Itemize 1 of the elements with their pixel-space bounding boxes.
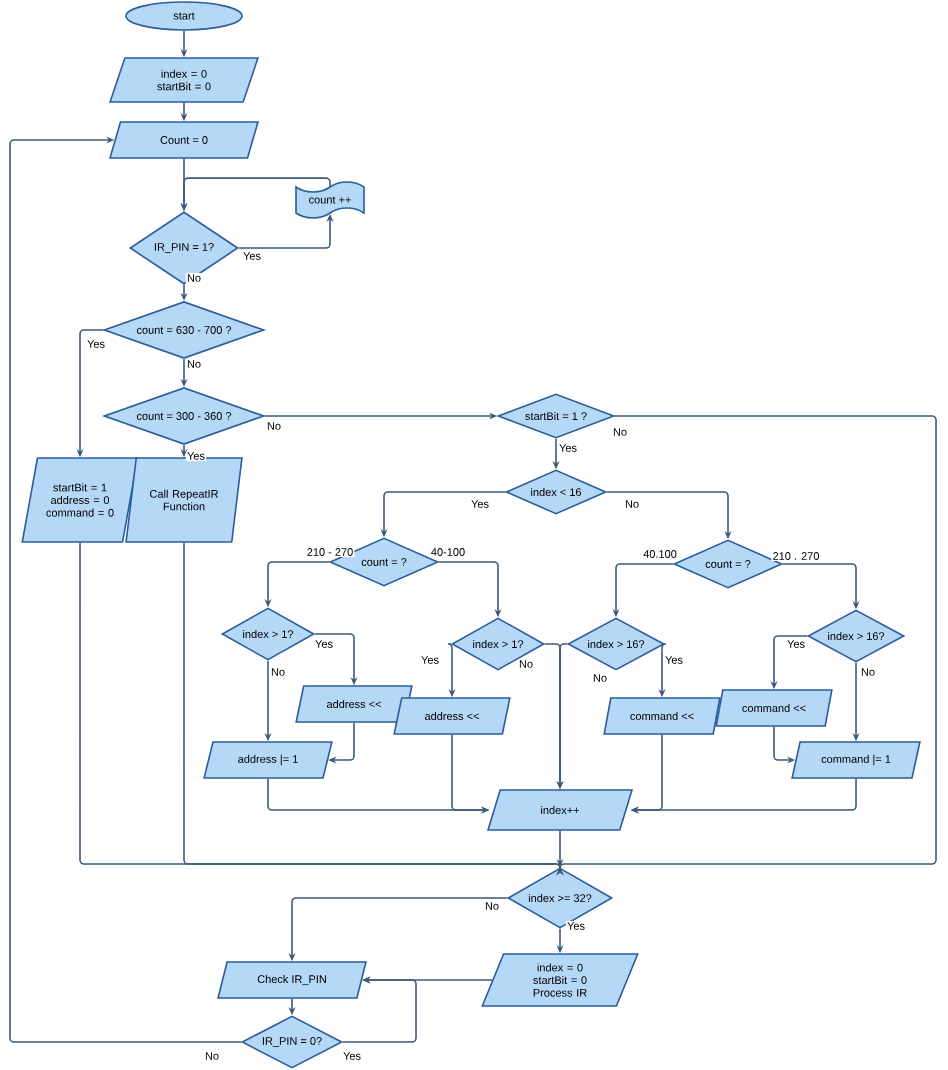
arrow [9, 136, 242, 1043]
